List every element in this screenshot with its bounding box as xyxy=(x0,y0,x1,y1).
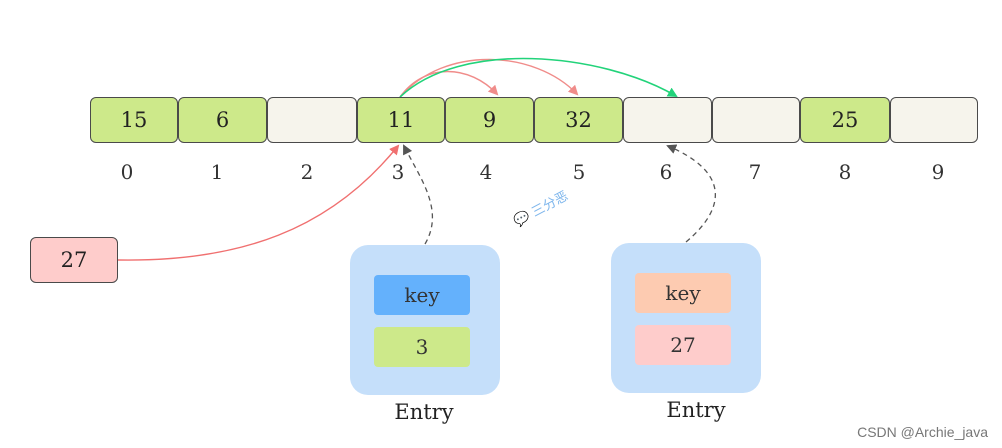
entry-1-caption: Entry xyxy=(394,400,454,424)
array-index-0: 0 xyxy=(120,160,134,184)
array-index-7: 7 xyxy=(748,160,762,184)
array-index-3: 3 xyxy=(391,160,405,184)
array-index-8: 8 xyxy=(838,160,852,184)
array-cell-6 xyxy=(623,97,712,143)
array-cell-2 xyxy=(267,97,357,143)
entry-2-value: 27 xyxy=(635,325,731,365)
array-cell-value: 11 xyxy=(387,108,415,132)
entry-ref-arrow-6 xyxy=(666,144,716,243)
array-index-5: 5 xyxy=(572,160,586,184)
array-index-6: 6 xyxy=(659,160,673,184)
array-cell-4: 9 xyxy=(445,97,534,143)
array-cell-3: 11 xyxy=(357,97,445,143)
entry-card-1: key 3 xyxy=(350,245,500,395)
array-index-9: 9 xyxy=(931,160,945,184)
entry-2-key: key xyxy=(635,273,731,313)
new-element-box: 27 xyxy=(30,237,118,283)
array-index-4: 4 xyxy=(479,160,493,184)
array-index-1: 1 xyxy=(210,160,224,184)
credit-text: CSDN @Archie_java xyxy=(857,424,988,440)
array-cell-7 xyxy=(712,97,800,143)
entry-ref-arrow-3 xyxy=(403,144,434,245)
array-cell-value: 15 xyxy=(120,108,148,132)
probe-arrow-to-4 xyxy=(399,70,499,98)
array-cell-9 xyxy=(890,97,978,143)
array-index-2: 2 xyxy=(300,160,314,184)
array-cell-0: 15 xyxy=(90,97,178,143)
array-cell-value: 9 xyxy=(482,108,497,132)
insert-arrow xyxy=(117,144,400,261)
entry-2-caption: Entry xyxy=(666,398,726,422)
new-element-value: 27 xyxy=(60,248,88,272)
array-cell-1: 6 xyxy=(178,97,267,143)
array-cell-5: 32 xyxy=(534,97,623,143)
entry-1-key: key xyxy=(374,275,470,315)
array-cell-8: 25 xyxy=(800,97,890,143)
entry-card-2: key 27 xyxy=(611,243,761,393)
array-cell-value: 32 xyxy=(565,108,592,132)
entry-1-value: 3 xyxy=(374,327,470,367)
array-cell-value: 6 xyxy=(215,108,230,132)
array-cell-value: 25 xyxy=(831,108,859,132)
final-arrow-to-6 xyxy=(399,57,678,98)
